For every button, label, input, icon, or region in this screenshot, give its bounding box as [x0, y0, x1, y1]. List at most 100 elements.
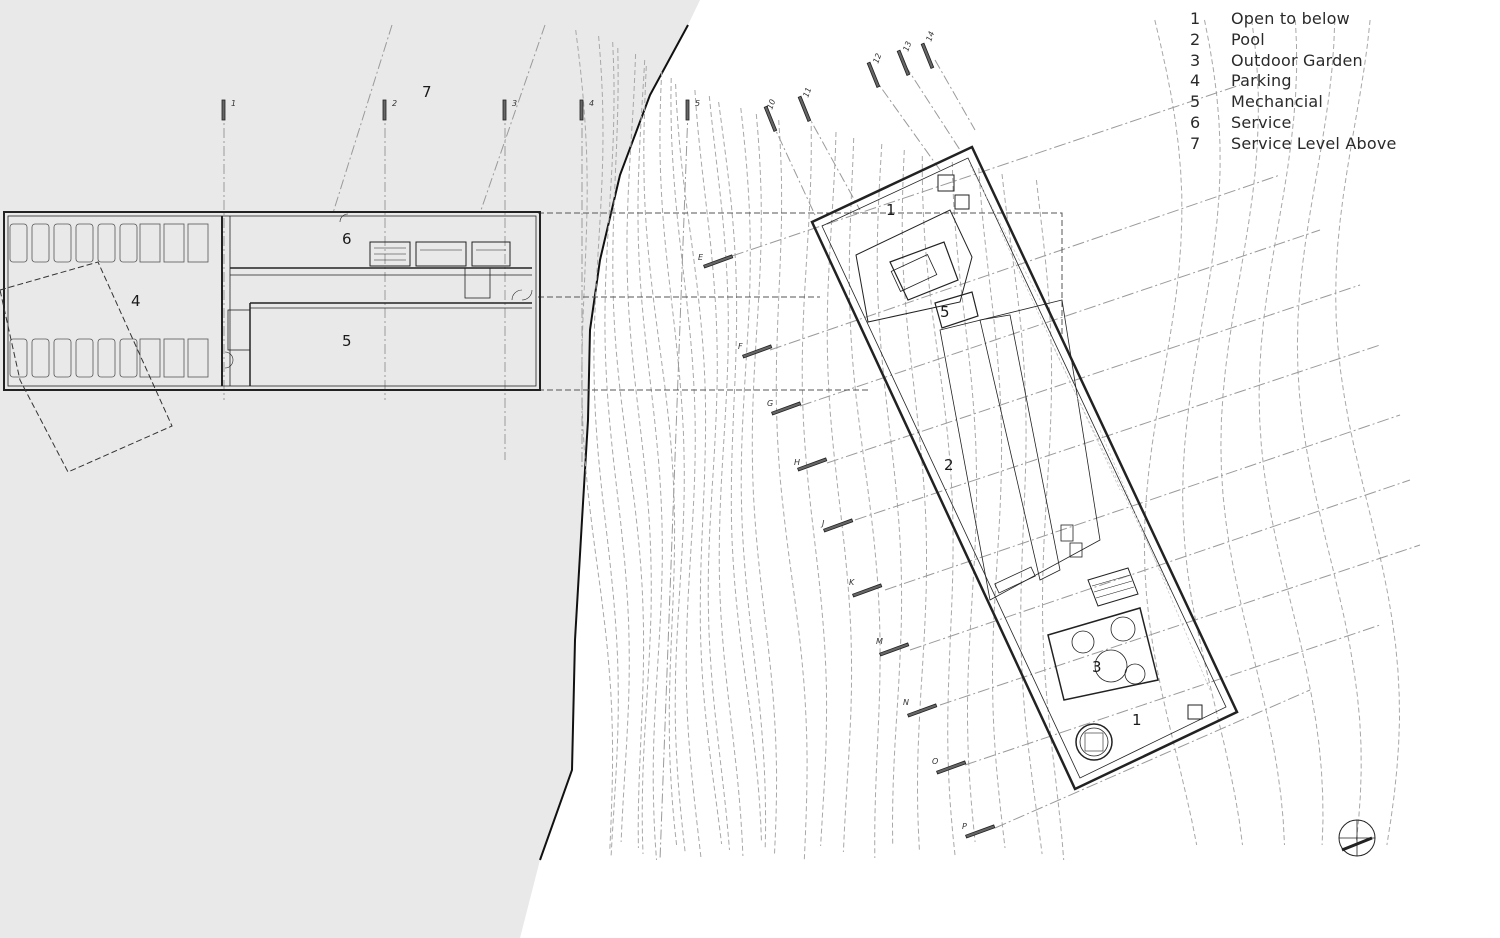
row-grid-markers — [703, 254, 996, 839]
terrain-edge — [539, 24, 689, 861]
room-label-outdoor-garden: 3 — [1092, 658, 1102, 676]
grid-marker-G — [771, 401, 802, 416]
contour-line — [1035, 179, 1065, 861]
column-grid-markers — [221, 42, 935, 132]
grid-marker-E — [703, 254, 734, 269]
grid-label-M: M — [876, 637, 883, 646]
parking-stall-car — [9, 338, 28, 378]
legend-item-label: Pool — [1231, 29, 1265, 49]
contour-line — [575, 29, 614, 851]
room-label-service: 6 — [342, 230, 352, 248]
contour-line — [1258, 19, 1324, 846]
grid-marker-M — [879, 642, 910, 657]
room-numbers: 7 6 4 5 1 5 2 3 1 — [131, 83, 1142, 729]
grid-label-11: 11 — [801, 86, 813, 99]
contour-line — [951, 161, 978, 843]
contour-line — [1182, 19, 1243, 846]
grid-marker-J — [823, 518, 854, 533]
legend-item: 5 Mechancial — [1190, 92, 1397, 113]
legend-item-number: 6 — [1190, 112, 1201, 132]
contour-line — [675, 83, 723, 845]
room-label-open-below-bottom: 1 — [1132, 711, 1142, 729]
parking-stall-car — [31, 338, 50, 378]
parking-stall-car — [75, 223, 94, 263]
overhead-outline — [0, 261, 173, 473]
room-label-mechanical-left: 5 — [342, 332, 352, 350]
grid-label-J: J — [820, 519, 825, 528]
room-label-pool: 2 — [944, 456, 954, 474]
grid-label-O: O — [932, 757, 938, 766]
contour-line — [718, 101, 762, 843]
grid-marker-3 — [502, 99, 507, 121]
grid-label-5: 5 — [695, 99, 700, 108]
legend-item-number: 7 — [1190, 133, 1201, 153]
contour-line — [1220, 19, 1285, 846]
legend-item-number: 5 — [1190, 92, 1201, 112]
room-label-mechanical-right: 5 — [940, 303, 950, 321]
contour-line — [1335, 19, 1401, 846]
legend-item-number: 4 — [1190, 71, 1201, 91]
room-label-service-above: 7 — [422, 83, 432, 101]
row-grid-labels: E F G H J K M N O P — [698, 253, 967, 831]
parking-stall-car — [9, 223, 28, 263]
grid-label-K: K — [849, 578, 855, 587]
grid-marker-11 — [797, 95, 812, 122]
grid-marker-10 — [763, 105, 778, 132]
parking-stall-car — [97, 338, 116, 378]
accessible-stall — [139, 223, 161, 263]
contour-line — [901, 149, 927, 851]
grid-marker-H — [797, 457, 828, 472]
grid-label-F: F — [738, 342, 743, 351]
contour-line — [612, 47, 645, 849]
grid-label-14: 14 — [924, 30, 936, 43]
grid-marker-P — [965, 824, 996, 839]
contour-line — [593, 35, 619, 857]
legend-item-label: Parking — [1231, 71, 1292, 91]
contour-line — [626, 53, 652, 855]
grid-label-E: E — [698, 253, 704, 262]
accessible-stall — [187, 223, 209, 263]
grid-marker-F — [742, 344, 773, 359]
contour-lines — [575, 19, 1401, 861]
parking-stall-car — [53, 223, 72, 263]
contour-line — [751, 113, 778, 855]
pool-building — [810, 145, 1239, 791]
room-label-parking: 4 — [131, 292, 141, 310]
accessible-stall — [163, 223, 185, 263]
contour-line — [826, 131, 853, 853]
grid-marker-12 — [866, 61, 881, 88]
contour-line — [670, 77, 702, 859]
contour-line — [876, 143, 903, 845]
grid-label-4: 4 — [589, 99, 594, 108]
contour-line — [1143, 19, 1198, 846]
contour-line — [637, 59, 663, 861]
parking-stall-car — [31, 223, 50, 263]
row-grid-lines — [731, 84, 1421, 829]
parking-stall-car — [119, 338, 138, 378]
accessible-stall — [163, 338, 185, 378]
legend-item-number: 3 — [1190, 50, 1201, 70]
contour-line — [740, 107, 767, 849]
contour-line — [801, 125, 828, 847]
grid-marker-O — [936, 760, 967, 775]
grid-label-2: 2 — [392, 99, 397, 108]
grid-label-12: 12 — [871, 52, 883, 65]
grid-label-P: P — [962, 822, 967, 831]
column-grid-labels: 1 2 3 4 5 10 11 12 13 14 — [231, 30, 936, 111]
service-level-outline — [538, 212, 1063, 391]
contour-line — [848, 137, 881, 859]
parking-stalls — [9, 223, 209, 378]
parking-stall-car — [53, 338, 72, 378]
grid-label-H: H — [794, 458, 800, 467]
legend-item-label: Mechancial — [1231, 92, 1324, 112]
grid-label-10: 10 — [765, 98, 777, 111]
contour-line — [1001, 173, 1043, 855]
grid-label-G: G — [767, 399, 773, 408]
parking-stall-car — [75, 338, 94, 378]
grid-label-3: 3 — [512, 99, 517, 108]
grid-marker-13 — [896, 49, 911, 76]
